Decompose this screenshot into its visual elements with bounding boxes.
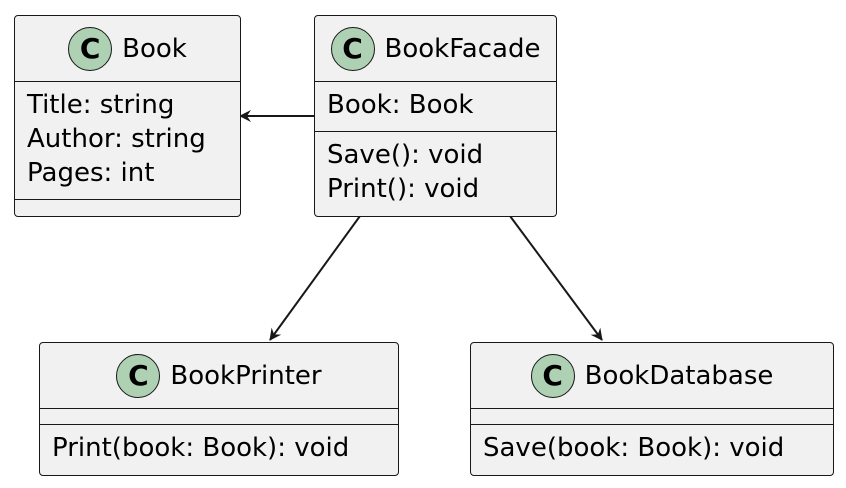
- class-name: Book: [122, 33, 187, 64]
- attribute: Title: string: [27, 90, 175, 120]
- attribute: Book: Book: [327, 90, 474, 120]
- method: Save(): void: [327, 140, 484, 170]
- class-book[interactable]: C Book Title: string Author: string Page…: [14, 15, 241, 217]
- class-icon: C: [68, 26, 113, 71]
- class-name: BookDatabase: [584, 360, 774, 391]
- attributes-section: Title: string Author: string Pages: int: [15, 82, 240, 200]
- class-bookfacade[interactable]: C BookFacade Book: Book Save(): void Pri…: [314, 15, 557, 217]
- class-header: C Book: [15, 16, 240, 82]
- class-icon: C: [330, 26, 375, 71]
- relation-bookfacade-to-bookprinter: [269, 215, 361, 341]
- class-icon: C: [530, 353, 575, 398]
- class-icon: C: [116, 353, 161, 398]
- attributes-section: [40, 409, 398, 425]
- attributes-section: [471, 409, 833, 425]
- attribute: Pages: int: [27, 158, 155, 188]
- class-bookprinter[interactable]: C BookPrinter Print(book: Book): void: [39, 342, 399, 476]
- relation-bookfacade-to-bookdatabase: [509, 215, 603, 341]
- class-name: BookFacade: [384, 33, 541, 64]
- attribute: Author: string: [27, 124, 206, 154]
- method: Print(): void: [327, 174, 480, 204]
- attributes-section: Book: Book: [315, 82, 556, 132]
- class-bookdatabase[interactable]: C BookDatabase Save(book: Book): void: [470, 342, 834, 476]
- method: Print(book: Book): void: [52, 433, 350, 463]
- methods-section: [15, 200, 240, 216]
- class-name: BookPrinter: [170, 360, 322, 391]
- class-header: C BookDatabase: [471, 343, 833, 409]
- class-header: C BookFacade: [315, 16, 556, 82]
- class-header: C BookPrinter: [40, 343, 398, 409]
- methods-section: Save(book: Book): void: [471, 425, 833, 472]
- method: Save(book: Book): void: [483, 433, 785, 463]
- methods-section: Save(): void Print(): void: [315, 132, 556, 213]
- methods-section: Print(book: Book): void: [40, 425, 398, 472]
